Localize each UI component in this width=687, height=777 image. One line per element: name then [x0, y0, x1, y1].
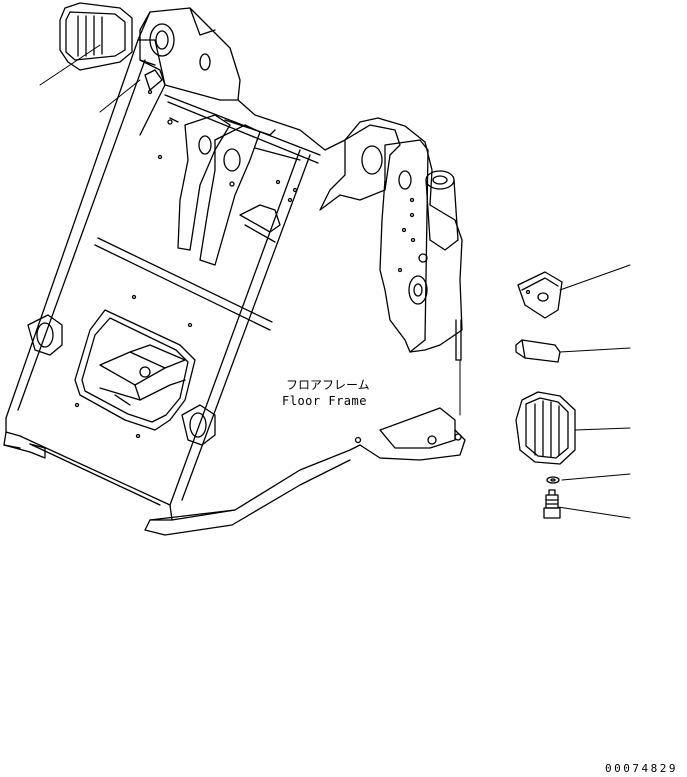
part-washer [546, 476, 560, 484]
upper-tower [139, 7, 216, 160]
floor-frame [3, 7, 466, 536]
access-opening [74, 294, 196, 439]
side-bosses [27, 314, 216, 446]
floor-frame-label-en: Floor Frame [282, 394, 367, 408]
part-clip [515, 339, 561, 363]
part-bolt [543, 489, 561, 519]
right-column [319, 124, 462, 361]
center-brackets [177, 114, 301, 266]
floor-frame-label-jp: フロアフレーム [286, 378, 370, 392]
document-number: 00074829 [605, 762, 678, 775]
top-left-pad [39, 2, 141, 113]
leader-lines [459, 264, 631, 519]
part-pad [515, 391, 576, 465]
part-bracket [517, 271, 563, 319]
